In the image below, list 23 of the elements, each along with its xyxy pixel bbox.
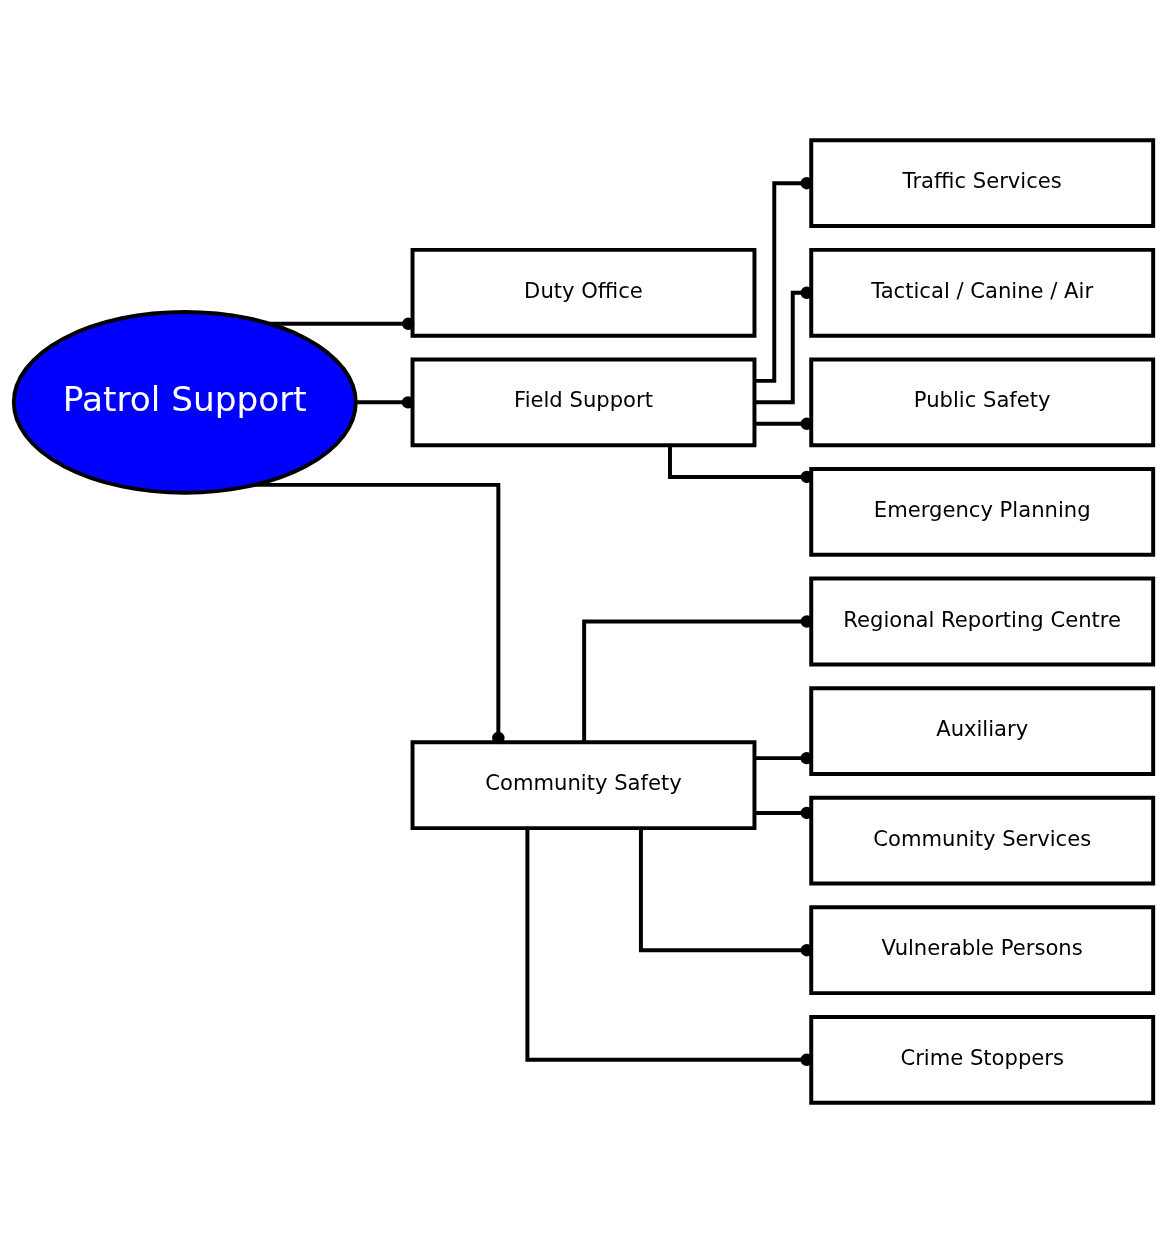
node-box: Duty Office — [410, 247, 757, 338]
node-box: Tactical / Canine / Air — [809, 247, 1156, 338]
node-box: Auxiliary — [809, 686, 1156, 776]
node-box: Vulnerable Persons — [809, 905, 1156, 996]
node-box: Traffic Services — [809, 138, 1156, 229]
connector — [668, 445, 813, 484]
node-box: Regional Reporting Centre — [809, 576, 1156, 667]
node-ellipse: Patrol Support — [11, 309, 358, 495]
node-box: Community Safety — [410, 740, 757, 831]
connector — [754, 806, 813, 820]
connector — [269, 317, 415, 330]
node-box: Crime Stoppers — [809, 1014, 1156, 1105]
connector — [754, 286, 813, 405]
connector — [754, 751, 813, 765]
node-box: Community Services — [809, 795, 1156, 886]
node-box: Field Support — [410, 357, 757, 448]
connector — [254, 482, 505, 745]
connector — [525, 828, 813, 1066]
connector — [356, 396, 415, 409]
connector — [754, 417, 813, 430]
node-box: Emergency Planning — [809, 467, 1156, 557]
node-box: Public Safety — [809, 357, 1156, 448]
connector — [754, 177, 813, 383]
